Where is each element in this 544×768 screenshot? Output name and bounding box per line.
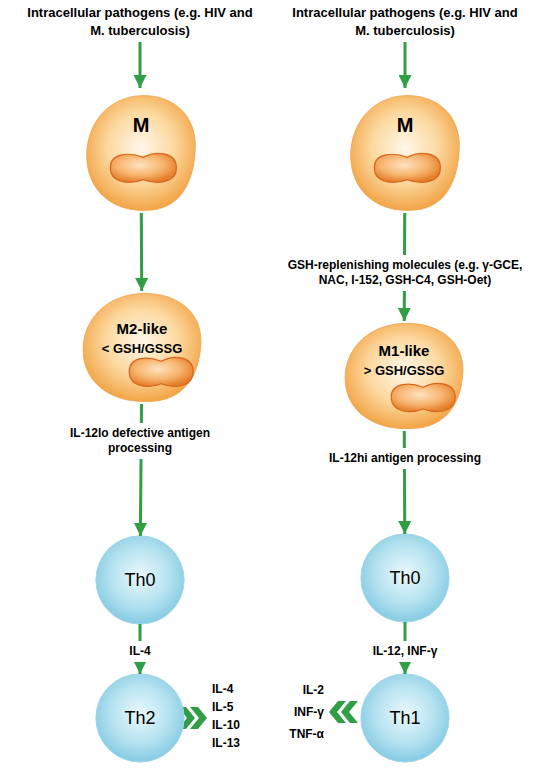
cell-nucleus <box>374 154 440 183</box>
cytokine-label: IL-5 <box>212 699 272 715</box>
circle-body <box>96 674 184 762</box>
node-label: < GSH/GSSG <box>78 339 206 358</box>
node-text-group: Th1 <box>360 673 450 763</box>
cytokine-label: IL-13 <box>212 735 272 751</box>
node-text-group: M2-like< GSH/GSSG <box>78 318 206 358</box>
cell-body <box>87 96 196 211</box>
circle-body <box>96 536 184 624</box>
edge-label: IL-12lo defective antigen processing <box>45 423 235 459</box>
t-cell-circle: Th0 <box>360 533 450 623</box>
node-label: M2-like <box>78 318 206 339</box>
node-label: Th0 <box>389 566 420 590</box>
node-label: Th2 <box>124 706 155 730</box>
cell-nucleus <box>129 357 193 386</box>
cytokine-label: TNF-α <box>262 726 324 742</box>
cytokine-label: IL-10 <box>212 717 272 733</box>
t-cell-circle: Th2 <box>95 673 185 763</box>
circle-body <box>361 674 449 762</box>
node-label: M <box>346 112 464 138</box>
node-label: M <box>82 112 200 138</box>
cytokine-label: INF-γ <box>262 704 324 720</box>
cell-outline <box>346 92 464 214</box>
cell-nucleus <box>110 154 176 183</box>
t-cell-circle: Th1 <box>360 673 450 763</box>
arrow-connector <box>403 431 407 534</box>
edge-label: IL-4 <box>110 641 170 662</box>
pathogen-label: Intracellular pathogens (e.g. HIV and M.… <box>25 4 255 40</box>
edge-label: GSH-replenishing molecules (e.g. γ-GCE, … <box>280 255 530 291</box>
double-chevron <box>329 701 358 723</box>
cytokine-label: IL-2 <box>262 682 324 698</box>
cell-nucleus <box>391 383 455 411</box>
node-text-group: M <box>346 112 464 138</box>
edge-label: IL-12, INF-γ <box>350 641 460 662</box>
pathogen-label: Intracellular pathogens (e.g. HIV and M.… <box>290 4 520 40</box>
node-text-group: Th2 <box>95 673 185 763</box>
node-label: Th0 <box>124 568 155 592</box>
node-text-group: Th0 <box>360 533 450 623</box>
node-label: M1-like <box>340 340 468 361</box>
cell-body <box>351 96 460 211</box>
node-label: Th1 <box>389 706 420 730</box>
t-cell-circle: Th0 <box>95 535 185 625</box>
cell-outline <box>82 92 200 214</box>
macrophage-cell: M <box>346 92 464 214</box>
circle-body <box>361 534 449 622</box>
node-text-group: M1-like> GSH/GSSG <box>340 340 468 380</box>
macrophage-cell: M1-like> GSH/GSSG <box>340 320 468 432</box>
pathogen-arrow <box>404 42 407 88</box>
arrow-connector <box>140 213 143 291</box>
node-text-group: M <box>82 112 200 138</box>
node-text-group: Th0 <box>95 535 185 625</box>
macrophage-cell: M2-like< GSH/GSSG <box>78 290 206 405</box>
pathogen-arrow <box>139 42 142 88</box>
node-label: > GSH/GSSG <box>340 361 468 380</box>
edge-label: IL-12hi antigen processing <box>320 448 490 469</box>
macrophage-cell: M <box>82 92 200 214</box>
cytokine-label: IL-4 <box>212 681 272 697</box>
